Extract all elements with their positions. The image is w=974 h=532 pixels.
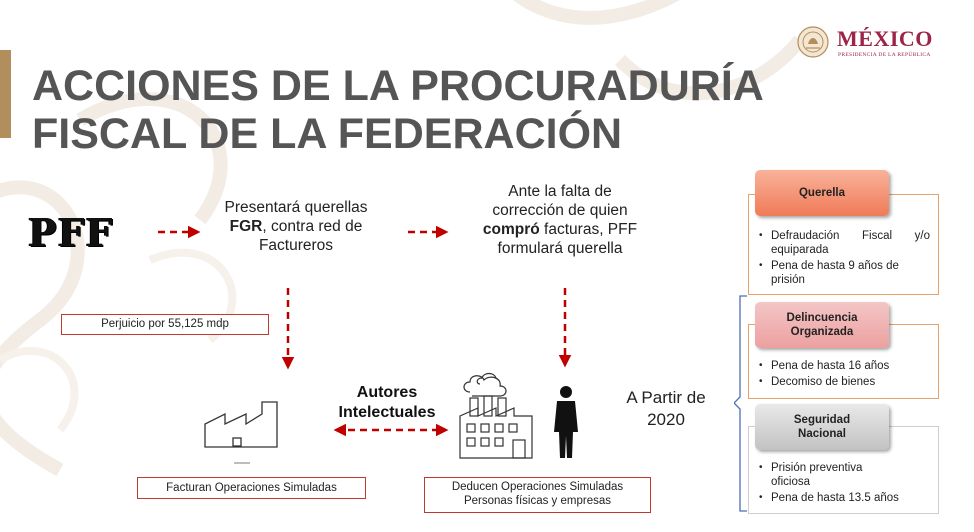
card-delincuencia-list: Pena de hasta 16 años Decomiso de bienes [749,359,938,389]
card-delincuencia-title-line2: Organizada [790,326,854,338]
card-delincuencia-title-line1: Delincuencia [786,312,858,324]
apartir-line2: 2020 [647,410,685,429]
step1-text: Presentará querellas FGR, contra red de … [196,198,396,255]
step2-line3-rest: facturas, PFF [539,221,638,238]
title-line-2: FISCAL DE LA FEDERACIÓN [32,110,623,158]
autores-line2: Intelectuales [338,404,436,421]
list-item: Pena de hasta 13.5 años [759,491,930,505]
apartir-line1: A Partir de [626,388,706,407]
page-title: ACCIONES DE LA PROCURADURÍA FISCAL DE LA… [32,62,764,158]
cards-bracket [734,295,747,512]
facturan-label: Facturan Operaciones Simuladas [137,477,366,499]
card-querella-list: Defraudación Fiscal y/o equiparada Pena … [749,229,938,287]
factory-outline-icon [204,401,278,464]
list-item: Pena de hasta 16 años [759,359,930,373]
card-delincuencia-title: Delincuencia Organizada [755,302,889,348]
deducen-label: Deducen Operaciones Simuladas Personas f… [424,477,651,513]
step1-line2-rest: , contra red de [262,218,363,235]
list-item: Defraudación Fiscal y/o equiparada [759,229,930,257]
perjuicio-label: Perjuicio por 55,125 mdp [61,314,269,335]
person-silhouette-icon [554,386,578,458]
step1-line3: Factureros [258,237,334,254]
autores-intelectuales: Autores Intelectuales [322,383,452,423]
autores-line1: Autores [356,384,418,401]
step2-line2: corrección de quien [492,202,628,219]
industrial-plant-icon [459,372,533,459]
a-partir-de-2020: A Partir de 2020 [610,387,722,431]
accent-bar [0,50,11,138]
card-seguridad-list: Prisión preventiva oficiosa Pena de hast… [749,461,938,505]
pff-logo-text: PFF [28,210,114,255]
step1-line1: Presentará querellas [224,199,368,216]
card-seguridad-title: Seguridad Nacional [755,404,889,450]
step2-text: Ante la falta de corrección de quien com… [455,182,665,258]
deducen-line2: Personas físicas y empresas [463,495,611,507]
step1-line2: FGR, contra red de [196,217,396,236]
step2-line1: Ante la falta de [508,183,612,200]
step2-compro: compró [482,221,540,238]
mexico-logo: MÉXICO PRESIDENCIA DE LA REPÚBLICA [797,24,947,64]
logo-title: MÉXICO [837,26,933,51]
title-line-1: ACCIONES DE LA PROCURADURÍA [32,62,764,110]
deducen-line1: Deducen Operaciones Simuladas [451,481,624,493]
step2-line3: compró facturas, PFF [455,220,665,239]
list-item: Decomiso de bienes [759,375,930,389]
coat-of-arms-seal-icon [797,26,829,58]
card-querella-title: Querella [755,170,889,216]
logo-subtitle: PRESIDENCIA DE LA REPÚBLICA [838,52,931,58]
step1-fgr: FGR [229,218,263,235]
card-seguridad-title-line1: Seguridad [793,414,851,426]
list-item: Prisión preventiva oficiosa [759,461,930,489]
step2-line4: formulará querella [497,240,623,257]
list-item: Pena de hasta 9 años de prisión [759,259,930,287]
card-seguridad-title-line2: Nacional [798,428,846,440]
